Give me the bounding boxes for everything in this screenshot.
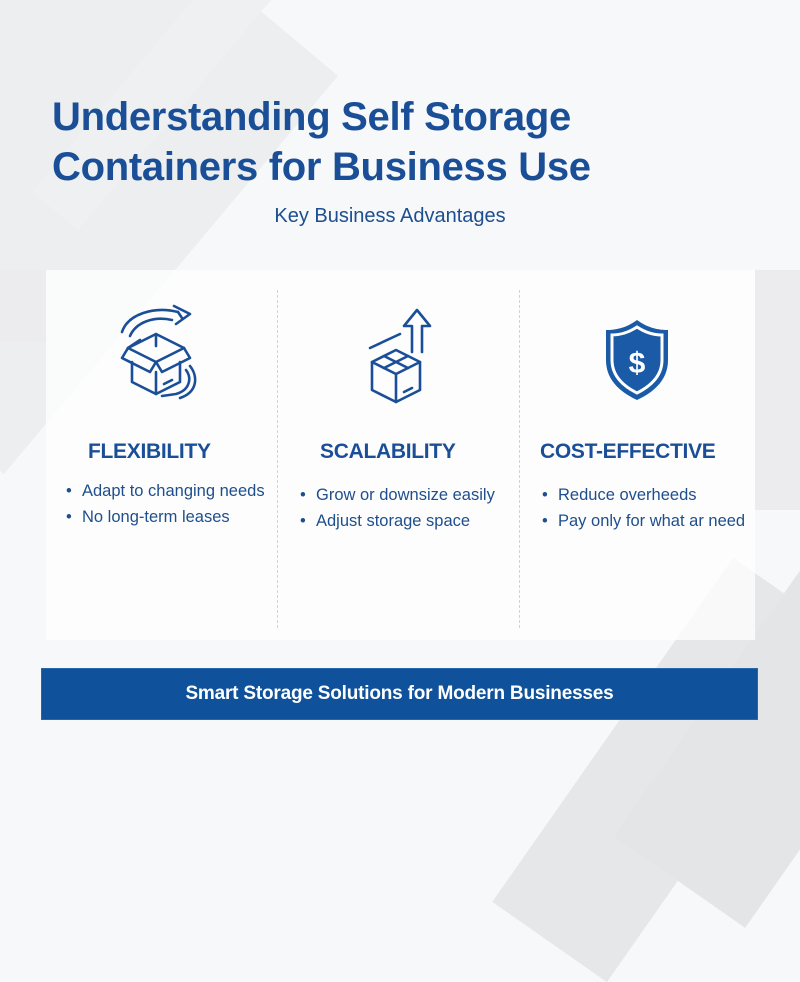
bullet-item: Adjust storage space xyxy=(300,510,500,532)
feature-bullets: Reduce overheeds Pay only for what ar ne… xyxy=(542,484,772,536)
bullet-item: No long-term leases xyxy=(66,506,266,528)
bullet-item: Pay only for what ar need xyxy=(542,510,772,532)
feature-scalability: SCALABILITY Grow or downsize easily Adju… xyxy=(292,290,512,630)
bullet-item: Adapt to changing needs xyxy=(66,480,266,502)
box-up-arrow-icon xyxy=(364,304,444,409)
subtitle-text: Key Business Advantages xyxy=(274,205,506,227)
feature-title: COST-EFFECTIVE xyxy=(540,440,716,463)
tagline-banner: Smart Storage Solutions for Modern Busin… xyxy=(41,668,758,720)
page-title: Understanding Self Storage Containers fo… xyxy=(52,92,752,192)
feature-title: SCALABILITY xyxy=(320,440,456,463)
bullet-item: Grow or downsize easily xyxy=(300,484,500,506)
feature-bullets: Grow or downsize easily Adjust storage s… xyxy=(300,484,500,536)
bullet-item: Reduce overheeds xyxy=(542,484,772,506)
subtitle: Key Business Advantages xyxy=(0,205,780,228)
column-divider xyxy=(519,290,520,628)
column-divider xyxy=(277,290,278,628)
feature-flexibility: FLEXIBILITY Adapt to changing needs No l… xyxy=(58,290,273,630)
svg-text:$: $ xyxy=(629,347,646,380)
shield-dollar-icon: $ xyxy=(602,318,672,407)
banner-text: Smart Storage Solutions for Modern Busin… xyxy=(185,683,614,704)
feature-cost-effective: $ COST-EFFECTIVE Reduce overheeds Pay on… xyxy=(534,290,764,630)
title-line-2: Containers for Business Use xyxy=(52,145,591,189)
box-cycle-icon xyxy=(118,300,208,405)
title-line-1: Understanding Self Storage xyxy=(52,95,571,139)
feature-title: FLEXIBILITY xyxy=(88,440,211,463)
background-panel xyxy=(0,270,46,342)
feature-bullets: Adapt to changing needs No long-term lea… xyxy=(66,480,266,532)
